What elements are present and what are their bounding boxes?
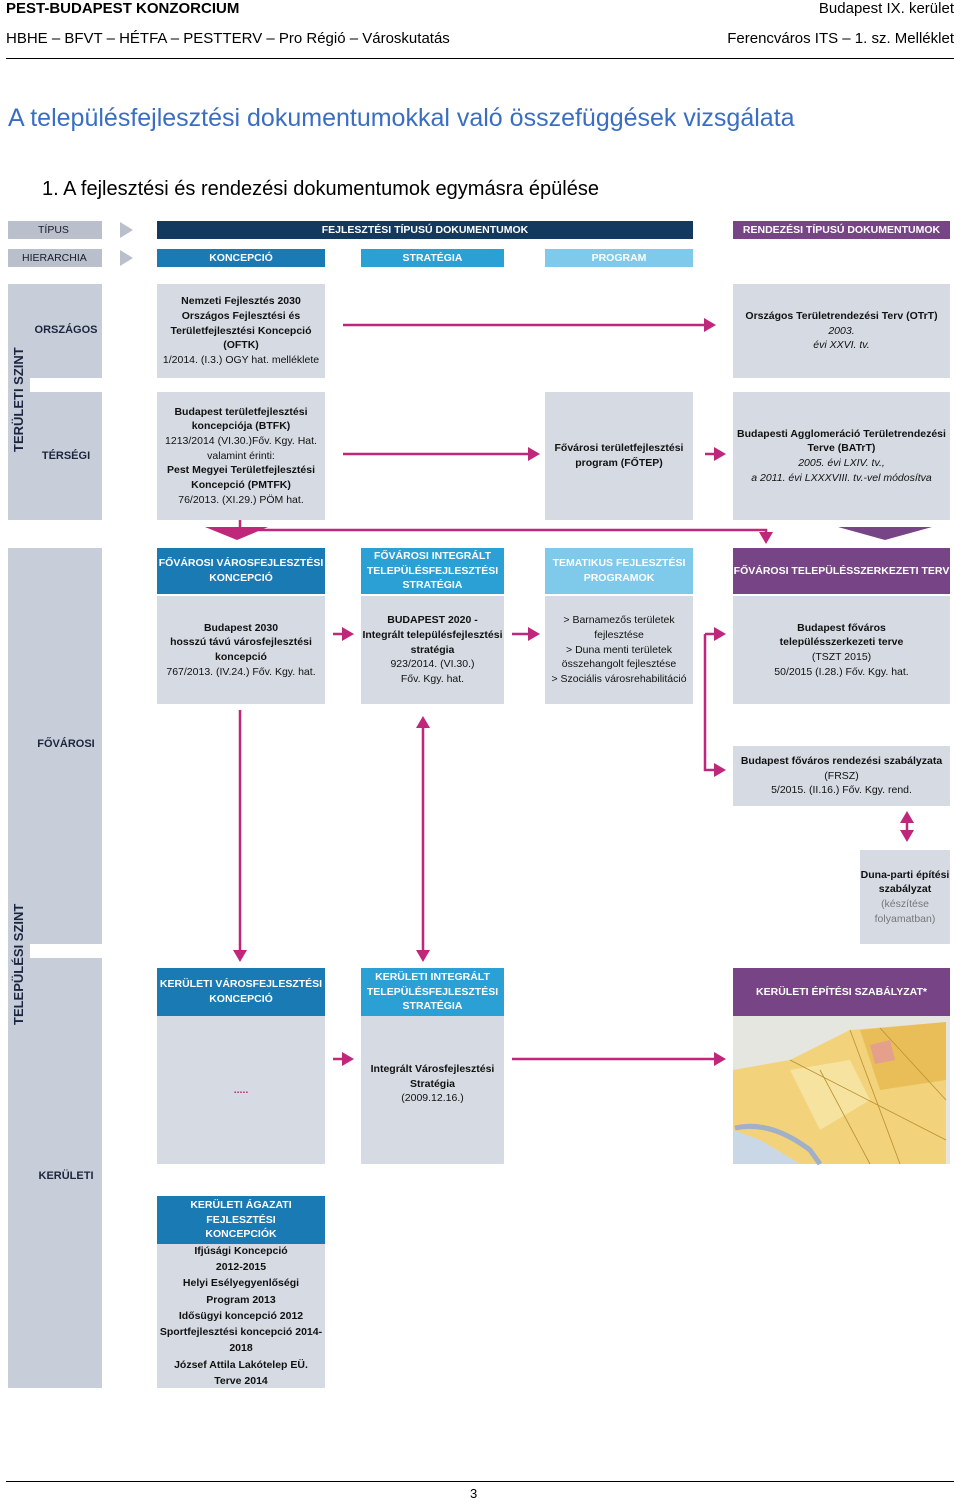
header-rule <box>6 58 954 59</box>
fovarosi-label: FŐVÁROSI <box>37 738 95 750</box>
hierarchia-arrow-icon <box>120 250 133 266</box>
orszagos-label: ORSZÁGOS <box>34 324 98 336</box>
district-map <box>733 1016 950 1166</box>
teruleti-szint-bar <box>8 284 30 520</box>
duna-ref: (készítése folyamatban) <box>874 898 936 925</box>
pmtfk-text: Pest Megyei Területfejlesztési Koncepció… <box>166 464 316 492</box>
header-right-subtitle: Ferencváros ITS – 1. sz. Melléklet <box>727 30 954 47</box>
arrows <box>238 323 909 1061</box>
ker-vfk-header: KERÜLETI VÁROSFEJLESZTÉSI KONCEPCIÓ <box>157 968 325 1016</box>
header-left-title: PEST-BUDAPEST KONZORCIUM <box>6 0 240 17</box>
bp2020-text: BUDAPEST 2020 - Integrált településfejle… <box>362 614 503 656</box>
tszt-text: Budapest főváros településszerkezeti ter… <box>779 621 904 649</box>
bp2030-ref: 767/2013. (IV.24.) Főv. Kgy. hat. <box>166 665 316 678</box>
program-header: PROGRAM <box>545 249 693 267</box>
fotep-box: Fővárosi területfejlesztési program (FŐT… <box>545 392 693 520</box>
header-right-title: Budapest IX. kerület <box>818 0 954 17</box>
bp2030-box: Budapest 2030 hosszú távú városfejleszté… <box>157 596 325 704</box>
btfk-box: Budapest területfejlesztési koncepciója … <box>157 392 325 520</box>
footer-rule <box>6 1481 954 1482</box>
otrt-text: Országos Területrendezési Terv (OTrT) <box>745 309 938 322</box>
bp2020-box: BUDAPEST 2020 - Integrált településfejle… <box>361 596 504 704</box>
btfk-text: Budapest területfejlesztési koncepciója … <box>174 405 308 433</box>
pmtfk-ref: 76/2013. (XI.29.) PÖM hat. <box>178 493 304 506</box>
oftk-ref: 1/2014. (I.3.) OGY hat. melléklete <box>162 354 320 367</box>
bp2030-text: Budapest 2030 hosszú távú városfejleszté… <box>170 621 312 663</box>
agazati-list: Ifjúsági Koncepció 2012-2015 Helyi Esély… <box>157 1244 325 1388</box>
batrt-ref: 2005. évi LXIV. tv., a 2011. évi LXXXVII… <box>751 457 932 484</box>
strategia-header: STRATÉGIA <box>361 249 504 267</box>
bp2020-ref: 923/2014. (VI.30.) Főv. Kgy. hat. <box>390 658 475 686</box>
fovarosi-cell <box>30 548 102 944</box>
tem-prog-list: > Barnamezős területek fejlesztése > Dun… <box>545 596 693 704</box>
frsz-ref: (FRSZ) 5/2015. (II.16.) Főv. Kgy. rend. <box>771 769 912 797</box>
ker-its-box: Integrált Városfejlesztési Stratégia (20… <box>361 1016 504 1164</box>
agazati-header: KERÜLETI ÁGAZATI FEJLESZTÉSI KONCEPCIÓK <box>157 1196 325 1244</box>
header-left-subtitle: HBHE – BFVT – HÉTFA – PESTTERV – Pro Rég… <box>6 30 450 47</box>
oftk-text: Nemzeti Fejlesztés 2030 Országos Fejlesz… <box>170 295 312 352</box>
tszt-box: Budapest főváros településszerkezeti ter… <box>733 596 950 704</box>
row-hierarchia-label: HIERARCHIA <box>8 249 102 267</box>
koncepcio-header: KONCEPCIÓ <box>157 249 325 267</box>
tersegi-label: TÉRSÉGI <box>41 450 91 462</box>
frsz-text: Budapest főváros rendezési szabályzata <box>740 754 943 767</box>
telepulesi-szint-bar <box>8 548 30 1388</box>
otrt-box: Országos Területrendezési Terv (OTrT) 20… <box>733 284 950 378</box>
btfk-ref: 1213/2014 (VI.30.)Főv. Kgy. Hat. valamin… <box>165 434 317 462</box>
duna-box: Duna-parti építési szabályzat (készítése… <box>860 850 950 944</box>
page-title: A településfejlesztési dokumentumokkal v… <box>8 104 795 132</box>
batrt-text: Budapesti Agglomeráció Területrendezési … <box>737 427 946 455</box>
section-subtitle: 1. A fejlesztési és rendezési dokumentum… <box>42 178 599 200</box>
keruleti-label: KERÜLETI <box>38 1170 94 1182</box>
duna-text: Duna-parti építési szabályzat <box>860 868 950 896</box>
row-tipus-label: TÍPUS <box>8 221 102 239</box>
ivs-date: (2009.12.16.) <box>401 1092 464 1105</box>
fov-tszt-header: FŐVÁROSI TELEPÜLÉSSZERKEZETI TERV <box>733 548 950 594</box>
oftk-box: Nemzeti Fejlesztés 2030 Országos Fejlesz… <box>157 284 325 378</box>
fov-its-header: FŐVÁROSI INTEGRÁLT TELEPÜLÉSFEJLESZTÉSI … <box>361 548 504 594</box>
tersegi-cell <box>30 392 102 520</box>
keruleti-cell <box>30 958 102 1388</box>
ker-its-header: KERÜLETI INTEGRÁLT TELEPÜLÉSFEJLESZTÉSI … <box>361 968 504 1016</box>
ker-vfk-dots: ..... <box>233 1083 249 1096</box>
ker-vfk-box: ..... <box>157 1016 325 1164</box>
orszagos-cell <box>30 284 102 378</box>
otrt-ref: 2003. évi XXVI. tv. <box>813 324 870 352</box>
tszt-ref: (TSZT 2015) 50/2015 (I.28.) Főv. Kgy. ha… <box>774 651 909 678</box>
fejlesztesi-header: FEJLESZTÉSI TÍPUSÚ DOKUMENTUMOK <box>157 221 693 239</box>
rendezesi-header: RENDEZÉSI TÍPUSÚ DOKUMENTUMOK <box>733 221 950 239</box>
fov-vfk-header: FŐVÁROSI VÁROSFEJLESZTÉSI KONCEPCIÓ <box>157 548 325 594</box>
tem-prog-header: TEMATIKUS FEJLESZTÉSI PROGRAMOK <box>545 548 693 594</box>
tipus-arrow-icon <box>120 222 133 238</box>
batrt-box: Budapesti Agglomeráció Területrendezési … <box>733 392 950 520</box>
frsz-box: Budapest főváros rendezési szabályzata (… <box>733 746 950 806</box>
arrowheads <box>205 318 932 1066</box>
ivs-text: Integrált Városfejlesztési Stratégia <box>370 1062 495 1090</box>
page-number: 3 <box>470 1486 478 1501</box>
ker-esz-header: KERÜLETI ÉPÍTÉSI SZABÁLYZAT* <box>733 968 950 1016</box>
